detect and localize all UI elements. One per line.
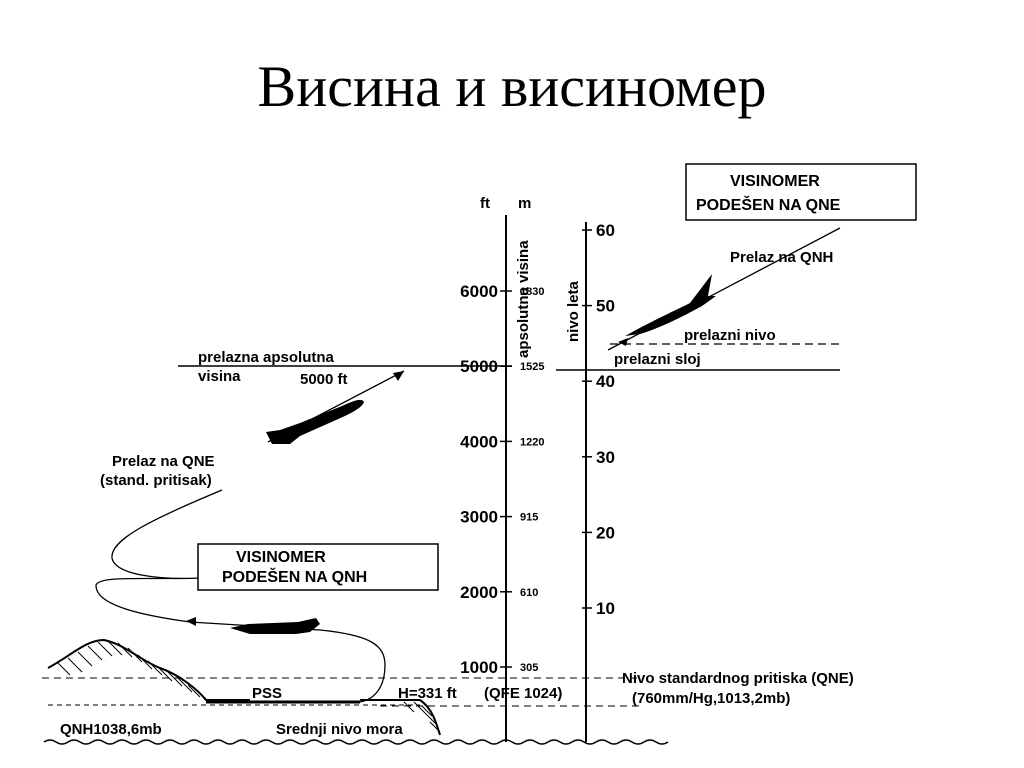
loop-path: [95, 489, 386, 703]
terrain-hatching: [57, 640, 441, 733]
h-value-label: H=331 ft: [398, 685, 457, 702]
qnh-box-line2: PODEŠEN NA QNH: [222, 567, 367, 586]
m-tick-label: 1830: [520, 286, 544, 298]
prelaz-qne-label-2: (stand. pritisak): [100, 472, 212, 489]
slide-title: Висина и висиномер: [257, 54, 767, 119]
fl-tick-label: 40: [596, 372, 615, 391]
qnh-arrowhead: [618, 338, 628, 346]
absolute-altitude-axis-label: apsolutna visina: [515, 240, 532, 358]
prelaz-qne-label-1: Prelaz na QNE: [112, 453, 215, 470]
pss-label: PSS: [252, 685, 282, 702]
m-tick-label: 1220: [520, 436, 544, 448]
climb-arrowhead: [393, 371, 404, 381]
loop-arrowhead: [186, 617, 196, 626]
m-tick-label: 915: [520, 512, 538, 524]
ft-ticks: 1000 305 2000 610 3000 915 4000 1220 5000 1525 600…: [460, 282, 544, 677]
flight-level-axis-label: nivo leta: [565, 280, 582, 342]
ft-tick-label: 6000: [460, 282, 498, 301]
transition-altitude-label-2b: 5000 ft: [300, 371, 348, 388]
qne-setting-box: [685, 163, 917, 221]
terrain-left-hill: [47, 638, 250, 701]
qne-box-line2: PODEŠEN NA QNE: [696, 195, 841, 214]
fl-tick-label: 60: [596, 221, 615, 240]
qnh-box-line1: VISINOMER: [236, 549, 326, 566]
mean-sea-level-label: Srednji nivo mora: [276, 721, 403, 738]
qne-box-line1: VISINOMER: [730, 173, 820, 190]
ft-tick-label: 3000: [460, 508, 498, 527]
aircraft-low-level: [230, 618, 320, 634]
transition-level-label: prelazni nivo: [684, 327, 776, 344]
unit-ft-label: ft: [480, 195, 490, 212]
unit-m-label: m: [518, 195, 531, 212]
m-tick-label: 305: [520, 662, 538, 674]
standard-pressure-label-1: Nivo standardnog pritiska (QNE): [622, 670, 854, 687]
m-tick-label: 1525: [520, 361, 544, 373]
standard-pressure-label-2: (760mm/Hg,1013,2mb): [632, 690, 790, 707]
m-tick-label: 610: [520, 587, 538, 599]
transition-altitude-label-2a: visina: [198, 368, 241, 385]
fl-tick-label: 10: [596, 599, 615, 618]
terrain: [47, 638, 441, 736]
ft-tick-label: 1000: [460, 658, 498, 677]
aircraft-climbing: [266, 399, 364, 444]
fl-ticks: 10 20 30 40 50 60: [582, 221, 615, 618]
ft-tick-label: 2000: [460, 583, 498, 602]
sea-level-wave: [43, 739, 669, 745]
transition-altitude-label-1: prelazna apsolutna: [198, 349, 335, 366]
prelaz-qnh-label: Prelaz na QNH: [730, 249, 833, 266]
ft-tick-label: 5000: [460, 357, 498, 376]
qnh-value-label: QNH1038,6mb: [60, 721, 162, 738]
fl-tick-label: 20: [596, 523, 615, 542]
fl-tick-label: 30: [596, 448, 615, 467]
qnh-setting-box: [197, 543, 439, 591]
ft-tick-label: 4000: [460, 432, 498, 451]
transition-layer-label: prelazni sloj: [614, 351, 701, 368]
qfe-label: (QFE 1024): [484, 685, 562, 702]
aircraft-descending: [625, 274, 716, 336]
fl-tick-label: 50: [596, 297, 615, 316]
